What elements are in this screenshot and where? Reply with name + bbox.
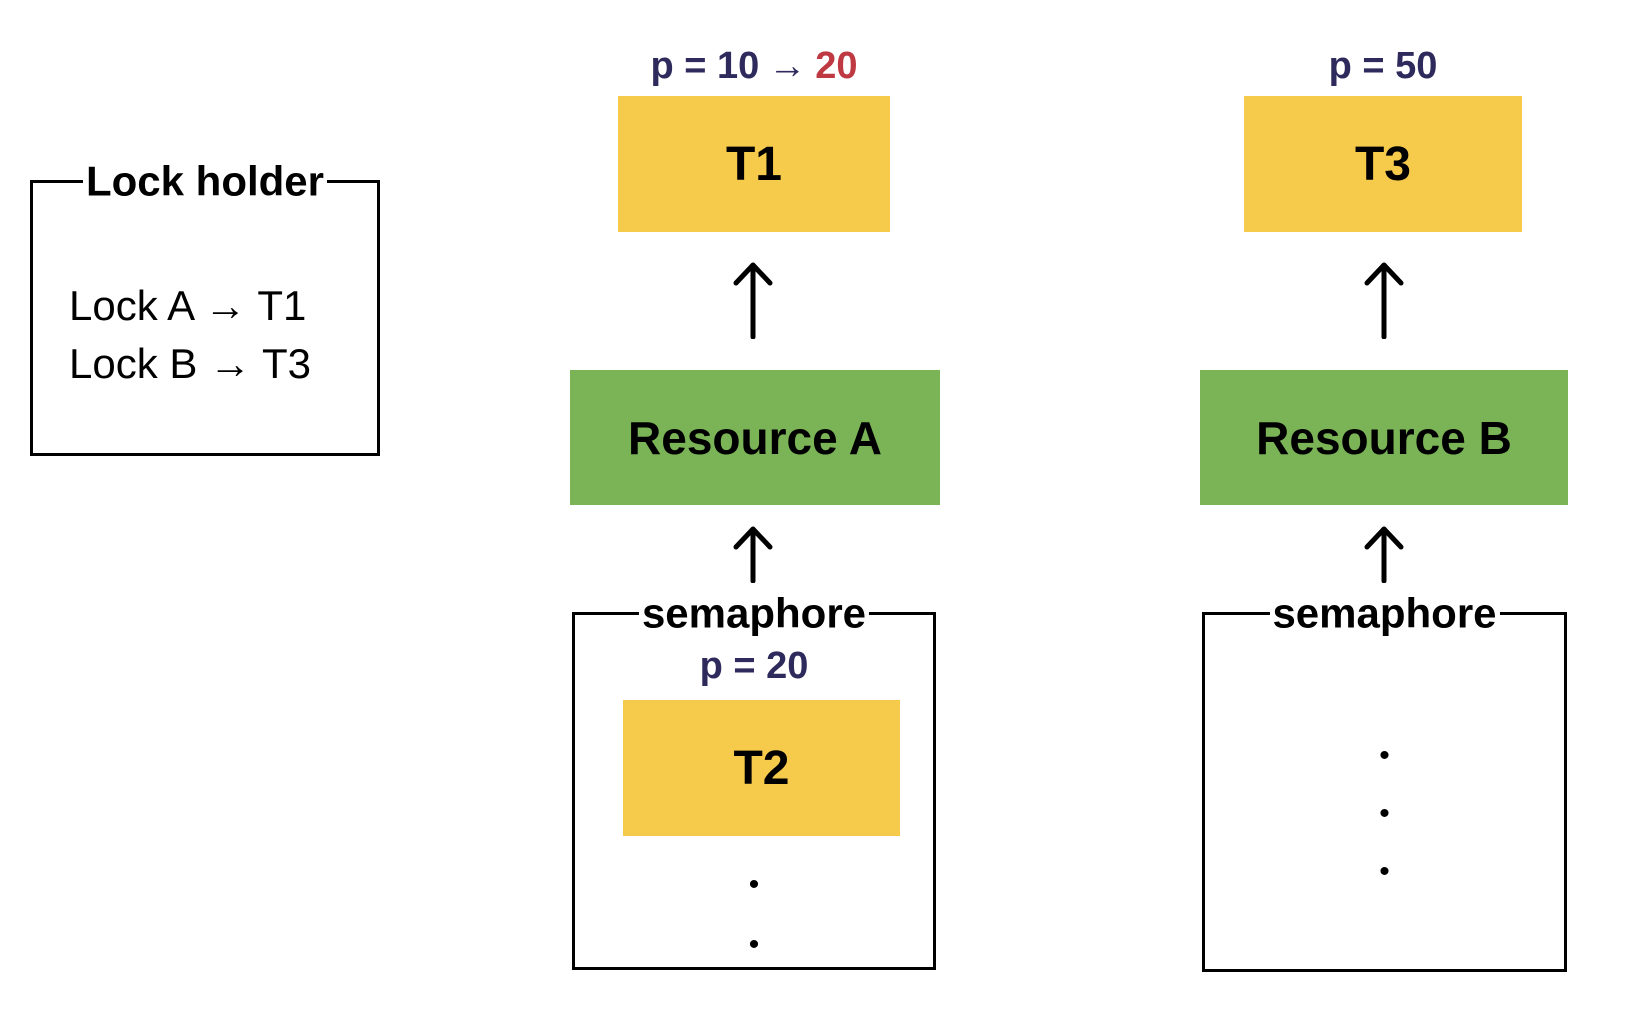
- task-label-t3: T3: [1354, 137, 1411, 191]
- priority-base: p = 10: [650, 45, 760, 87]
- lock-holder-entries: Lock A → T1 Lock B → T3: [69, 282, 311, 387]
- resource-box-b: Resource B: [1200, 370, 1568, 505]
- task-label-t2: T2: [733, 741, 790, 795]
- lock-holder-box: Lock holder Lock A → T1 Lock B → T3: [30, 160, 380, 456]
- task-label-t1: T1: [725, 137, 782, 191]
- up-arrow-icon: [733, 526, 773, 583]
- up-arrow-icon: [1364, 262, 1404, 339]
- priority-boosted-value: 20: [815, 45, 858, 87]
- queue-dots: • •: [748, 868, 760, 961]
- semaphore-box-a: semaphore p = 20 T2 • •: [572, 592, 936, 970]
- resource-label-a: Resource A: [628, 411, 882, 464]
- task-box-t3: T3: [1244, 96, 1522, 232]
- priority-base: p = 50: [1328, 45, 1438, 87]
- semaphore-title-a: semaphore: [638, 592, 870, 635]
- priority-label-t1: p = 10 → 20: [618, 42, 890, 90]
- resource-label-b: Resource B: [1256, 411, 1512, 464]
- queue-dots: • • •: [1379, 739, 1390, 888]
- task-box-t2: T2: [623, 700, 900, 836]
- semaphore-box-b: semaphore • • •: [1202, 592, 1567, 972]
- semaphore-title-b: semaphore: [1269, 592, 1500, 635]
- priority-label-t2: p = 20: [699, 645, 809, 687]
- resource-box-a: Resource A: [570, 370, 940, 505]
- up-arrow-icon: [733, 262, 773, 339]
- priority-boost-arrow-icon: →: [768, 45, 807, 87]
- task-box-t1: T1: [618, 96, 890, 232]
- lock-holder-title: Lock holder: [82, 160, 328, 203]
- up-arrow-icon: [1364, 526, 1404, 583]
- priority-label-t3: p = 50: [1244, 42, 1522, 90]
